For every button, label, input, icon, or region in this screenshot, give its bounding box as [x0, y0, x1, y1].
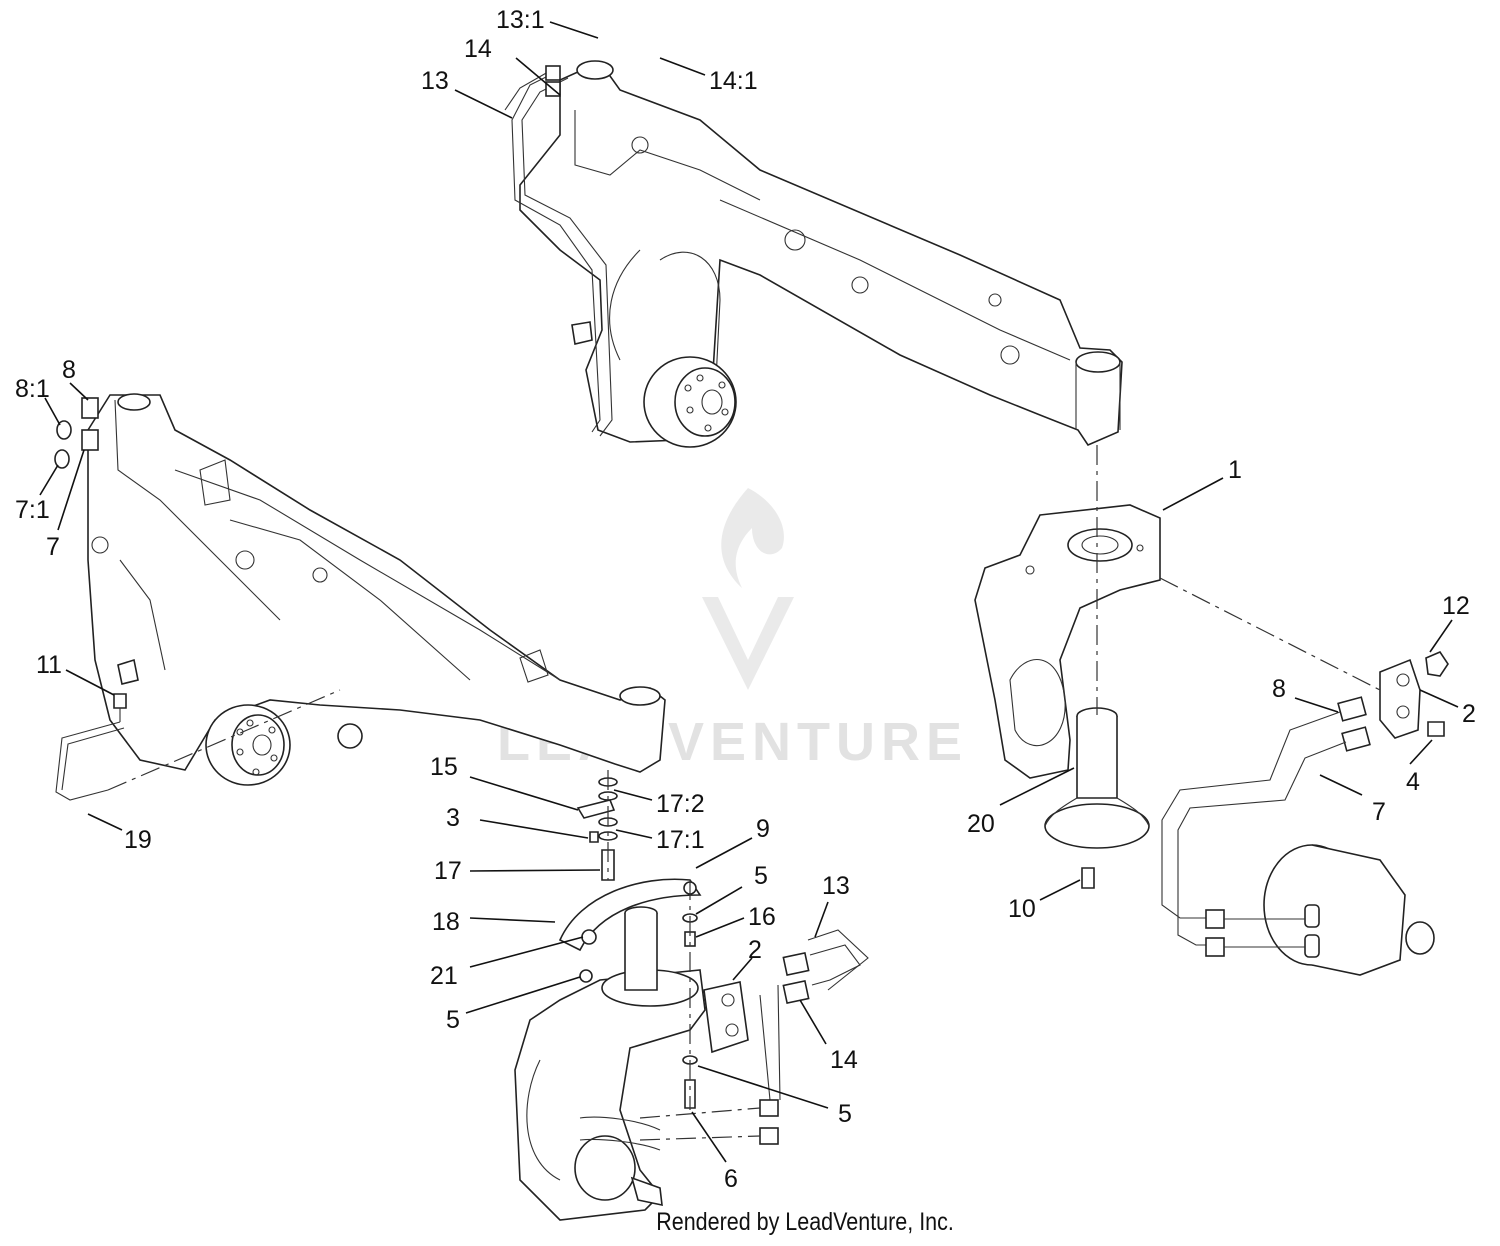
callout-3: 3 [446, 804, 460, 832]
upper-axle-frame [519, 60, 1123, 448]
callout-1: 1 [1228, 456, 1242, 484]
callout-17-1: 17:1 [656, 826, 705, 854]
callout-8-right: 8 [1272, 675, 1286, 703]
callout-8-1: 8:1 [15, 375, 50, 403]
callout-14-bottom: 14 [830, 1046, 858, 1074]
callout-7-right: 7 [1372, 798, 1386, 826]
spindle-shaft [1044, 707, 1150, 889]
footer: Rendered by LeadVenture, Inc. [0, 1208, 1500, 1237]
callout-18: 18 [432, 908, 460, 936]
callout-13: 13 [421, 67, 449, 95]
callout-15: 15 [430, 753, 458, 781]
callout-7-1: 7:1 [15, 496, 50, 524]
callout-17-2: 17:2 [656, 790, 705, 818]
footer-text: Rendered by LeadVenture, Inc. [656, 1208, 954, 1236]
callout-14-1: 14:1 [709, 67, 758, 95]
spindle-housing [974, 504, 1161, 779]
center-line-plate [1159, 577, 1381, 691]
callout-9: 9 [756, 815, 770, 843]
right-hydraulic-assembly [1161, 651, 1449, 976]
callout-11: 11 [36, 651, 62, 679]
callout-16: 16 [748, 903, 776, 931]
callout-12: 12 [1442, 592, 1470, 620]
callout-13-1: 13:1 [496, 6, 545, 34]
callout-13-bottom: 13 [822, 872, 850, 900]
lower-axle-frame [54, 393, 666, 801]
bottom-spindle-assembly [514, 777, 869, 1221]
callout-labels: 13:1 14 13 14:1 8:1 8 7:1 7 11 19 1 12 8… [15, 6, 1476, 1193]
callout-4: 4 [1406, 768, 1420, 796]
callout-5-a: 5 [754, 862, 768, 890]
center-line-left-bracket [107, 689, 341, 791]
callout-5-c: 5 [838, 1100, 852, 1128]
callout-7: 7 [46, 533, 60, 561]
callout-14: 14 [464, 35, 492, 63]
callout-8: 8 [62, 356, 76, 384]
leader-lines [39, 21, 1459, 1163]
callout-2-right: 2 [1462, 700, 1476, 728]
callout-19: 19 [124, 826, 152, 854]
callout-5-b: 5 [446, 1006, 460, 1034]
callout-6: 6 [724, 1165, 738, 1193]
center-line-bottom-tube-a [639, 1107, 761, 1119]
callout-17: 17 [434, 857, 462, 885]
callout-21: 21 [430, 962, 458, 990]
center-line-bottom-tube-b [639, 1135, 761, 1141]
callout-20: 20 [967, 810, 995, 838]
callout-2-bottom: 2 [748, 936, 762, 964]
callout-10: 10 [1008, 895, 1036, 923]
